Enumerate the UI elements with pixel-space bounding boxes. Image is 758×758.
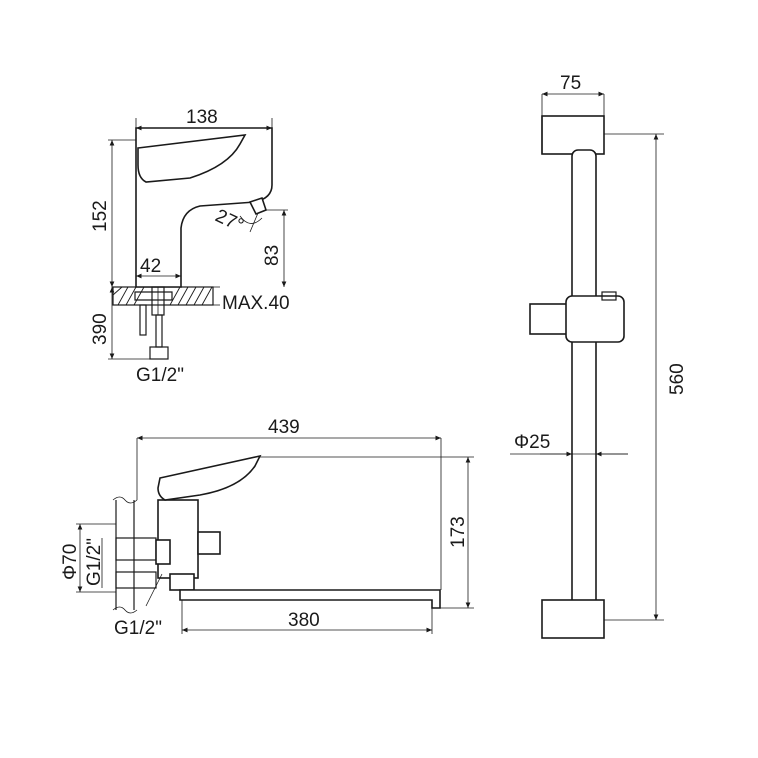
angle-label: 27° [212,205,247,236]
bar-length-label: 560 [667,363,688,395]
bath-handle [157,454,262,501]
bath-spout [179,589,441,609]
outlet-thread-label: G1/2" [114,618,162,639]
flange-diameter-label: Φ70 [60,544,81,580]
mixer-body [157,499,199,579]
slide-tube [571,149,597,613]
top-bracket [541,115,605,155]
base-width-label: 42 [140,256,161,277]
hose-length-label: 390 [90,313,111,345]
slide-bar-drawing: 75 560 Φ25 [510,73,688,639]
basin-connection-label: G1/2" [136,365,184,386]
faucet-handle [137,134,247,183]
bath-height-label: 173 [448,516,469,548]
inlet-thread-label: G1/2" [84,538,105,586]
aerator [248,196,267,216]
tube-diameter-label: Φ25 [514,432,550,453]
slider-clamp [529,303,573,335]
bottom-bracket [541,599,605,639]
bracket-depth-label: 75 [560,73,581,94]
basin-height-label: 152 [90,200,111,232]
countertop-section [112,286,214,306]
diverter-knob [197,531,221,555]
bath-length-label: 439 [268,417,300,438]
max-thickness-label: MAX.40 [222,293,290,314]
mounting-shank [134,286,173,360]
basin-width-label: 138 [186,107,218,128]
slider-holder [565,295,625,343]
basin-faucet-drawing: 138 152 83 27° 42 MAX.40 390 G1/2" [90,107,290,386]
bath-faucet-drawing: 439 173 380 Φ70 G1/2" G1/2" [60,417,474,639]
spout-length-label: 380 [288,610,320,631]
spout-height-label: 83 [262,245,283,266]
